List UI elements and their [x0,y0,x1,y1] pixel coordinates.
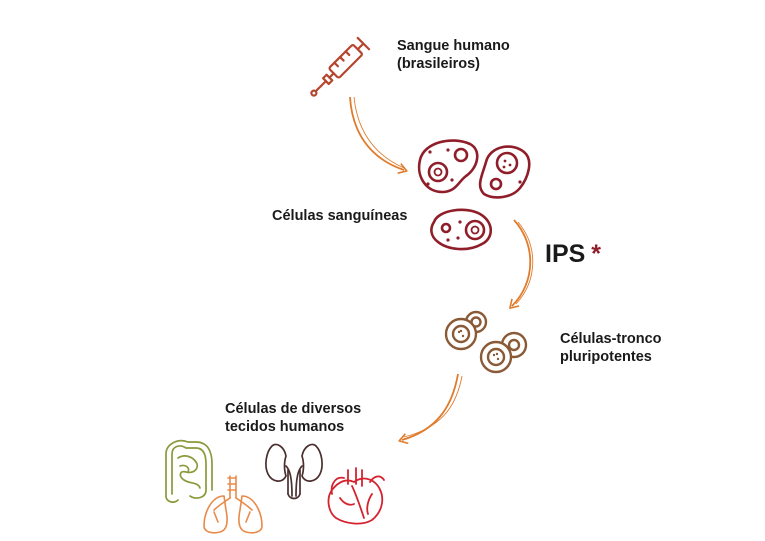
flow-arrow-2 [509,219,532,309]
kidneys-icon [265,443,323,500]
heart-icon [327,467,385,525]
blood-cell-icon [417,139,531,251]
intestine-icon [165,439,213,503]
label-tissues-line-1: Células de diversos [225,401,362,417]
label-ips-text: IPS [545,240,586,268]
stem-cell-icon [444,310,528,374]
label-blood-line-2: (brasileiros) [397,56,480,72]
label-tissues: Células de diversos tecidos humanos [225,400,361,436]
label-stem-line-1: Células-tronco [560,331,662,347]
label-blood-cells: Células sanguíneas [272,207,407,225]
label-blood-line-1: Sangue humano [397,38,510,54]
label-blood-source: Sangue humano (brasileiros) [397,37,510,73]
label-stem-line-2: pluripotentes [560,349,652,365]
flow-arrow-1 [349,96,408,174]
label-ips: IPS* [545,240,601,269]
label-tissues-line-2: tecidos humanos [225,419,345,435]
syringe-icon [310,36,371,97]
flow-arrow-3 [398,373,459,445]
label-stem-cells: Células-tronco pluripotentes [560,330,662,366]
label-blood-cells-text: Células sanguíneas [272,208,408,224]
asterisk-mark: * [591,240,602,268]
lungs-icon [203,475,263,534]
